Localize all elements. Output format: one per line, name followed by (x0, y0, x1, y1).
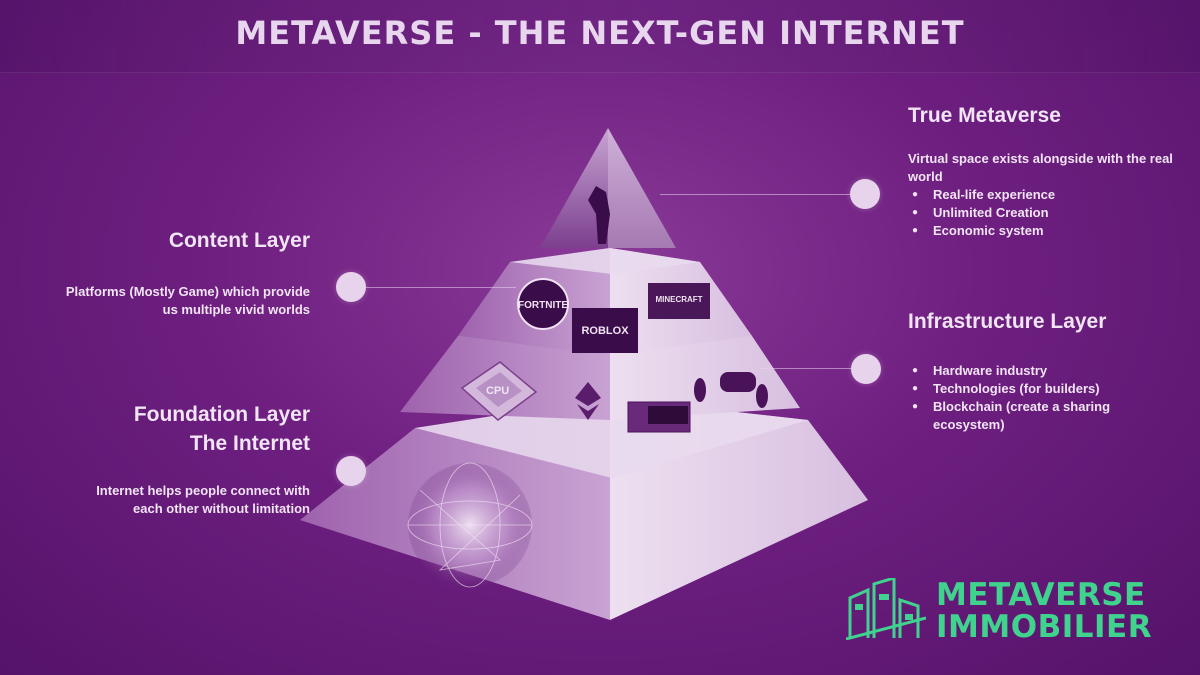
roblox-logo: ROBLOX (572, 308, 638, 353)
foundation-desc-line1: Internet helps people connect with (96, 483, 310, 498)
true-metaverse-tier (540, 128, 676, 248)
fortnite-logo: FORTNITE (517, 278, 569, 330)
cpu-icon: CPU (460, 361, 538, 421)
marker-foundation (336, 456, 366, 486)
foundation-desc-line2: each other without limitation (133, 501, 310, 516)
foundation-tier (300, 398, 868, 620)
svg-text:MINECRAFT: MINECRAFT (655, 295, 702, 304)
title-bar (0, 0, 1200, 73)
hardware-icon (627, 372, 768, 433)
true-metaverse-heading: True Metaverse (908, 104, 1061, 127)
foundation-layer-heading: Foundation Layer The Internet (40, 400, 310, 458)
foundation-layer-description: Internet helps people connect with each … (20, 482, 310, 518)
brand-name-line2: IMMOBILIER (936, 609, 1153, 645)
connector-true-metaverse (660, 194, 850, 195)
svg-text:ROBLOX: ROBLOX (581, 325, 629, 337)
marker-infrastructure (851, 354, 881, 384)
list-item: Real-life experience (908, 186, 1183, 204)
connector-content (366, 287, 516, 288)
building-logo-icon (846, 578, 926, 640)
infrastructure-layer-description: Hardware industry Technologies (for buil… (908, 362, 1168, 434)
content-desc-line2: us multiple vivid worlds (162, 302, 310, 317)
list-item: Blockchain (create a sharing ecosystem) (908, 398, 1168, 434)
ethereum-icon (575, 382, 601, 420)
avatar-figure-icon (588, 186, 610, 244)
marker-content (336, 272, 366, 302)
page-title: METAVERSE - THE NEXT-GEN INTERNET (235, 14, 965, 52)
minecraft-logo: MINECRAFT (648, 283, 710, 319)
true-metaverse-desc-text: Virtual space exists alongside with the … (908, 151, 1173, 184)
list-item: Hardware industry (908, 362, 1168, 380)
true-metaverse-description: Virtual space exists alongside with the … (908, 150, 1183, 240)
content-layer-heading: Content Layer (168, 229, 310, 252)
infrastructure-bullets: Hardware industry Technologies (for buil… (908, 362, 1168, 434)
list-item: Economic system (908, 222, 1183, 240)
marker-true-metaverse (850, 179, 880, 209)
content-layer-description: Platforms (Mostly Game) which provide us… (20, 283, 310, 319)
connector-infrastructure (760, 368, 852, 369)
foundation-heading-line1: Foundation Layer (133, 403, 310, 426)
true-metaverse-bullets: Real-life experience Unlimited Creation … (908, 186, 1183, 240)
foundation-heading-line2: The Internet (189, 432, 310, 455)
svg-text:FORTNITE: FORTNITE (518, 300, 568, 311)
list-item: Unlimited Creation (908, 204, 1183, 222)
content-desc-line1: Platforms (Mostly Game) which provide (65, 284, 310, 299)
list-item: Technologies (for builders) (908, 380, 1168, 398)
content-tier: FORTNITE ROBLOX MINECRAFT (458, 248, 752, 356)
svg-text:CPU: CPU (486, 385, 509, 397)
infrastructure-layer-heading: Infrastructure Layer (908, 310, 1107, 333)
brand-name-line1: METAVERSE (936, 577, 1146, 613)
